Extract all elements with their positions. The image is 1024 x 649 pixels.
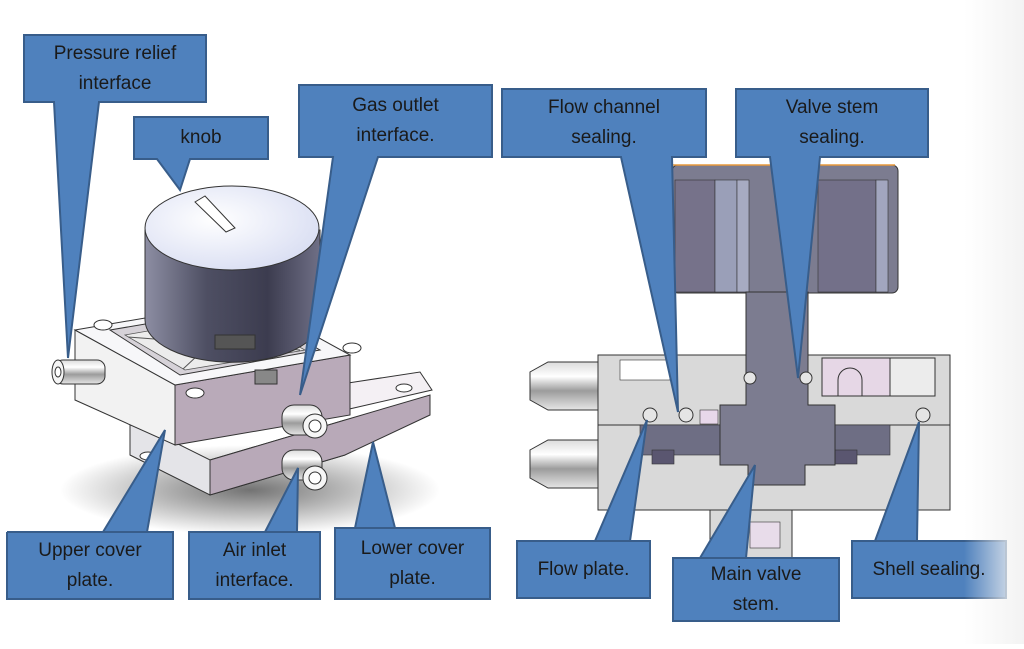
callout-lower-cover-shape (334, 441, 491, 600)
callout-pressure-relief-label: Pressure relief interface (53, 42, 177, 94)
callout-air-inlet-shape (188, 467, 321, 600)
callout-flow-plate-label: Flow plate. (537, 558, 630, 580)
callout-shell-sealing-label: Shell sealing. (872, 558, 986, 580)
page-edge-shade (964, 0, 1024, 644)
callout-main-valve-stem-label: Main valve stem. (710, 563, 802, 615)
callout-air-inlet-label: Air inlet interface. (215, 539, 294, 591)
callout-gas-outlet-shape (298, 84, 493, 396)
callout-gas-outlet-label: Gas outlet interface. (352, 95, 439, 146)
callout-upper-cover-plate-label: Upper cover plate. (38, 539, 142, 591)
callout-knob-label: knob (180, 127, 222, 148)
barb-outlet (529, 361, 599, 411)
callout-valve-stem-sealing-label: Valve stem sealing. (785, 97, 879, 148)
cross-section-view (529, 164, 951, 571)
barb-inlet (529, 439, 599, 489)
callout-valve-stem-shape (735, 88, 929, 379)
callout-knob-shape (133, 116, 269, 193)
callout-pressure-relief-shape (23, 34, 207, 359)
callout-main-valve-stem-shape (672, 464, 840, 622)
knob (144, 185, 321, 363)
pressure-relief-pipe (51, 359, 106, 385)
callout-upper-cover-shape (6, 429, 174, 600)
callout-lower-cover-plate-label: Lower cover plate. (360, 537, 465, 589)
air-inlet-pipe (281, 449, 328, 491)
gas-outlet-pipe (281, 404, 328, 439)
callout-flow-channel-sealing-label: Flow channel sealing. (548, 97, 660, 148)
main-valve-stem-section (719, 291, 836, 486)
assembly-3d-view (51, 185, 440, 535)
callout-flow-plate-shape (516, 419, 651, 599)
callout-flow-channel-shape (501, 88, 707, 413)
